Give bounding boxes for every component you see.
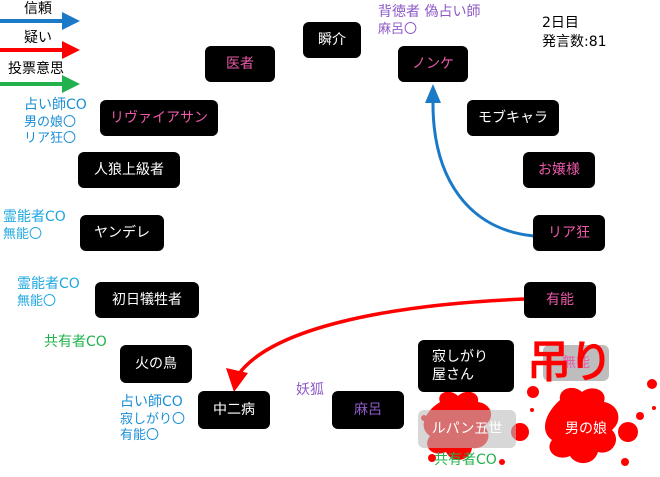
- legend-doubt-arrow: [0, 41, 80, 59]
- note-line: 背徳者 偽占い師: [378, 4, 481, 20]
- player-isha[interactable]: 医者: [205, 46, 275, 82]
- note-line: 占い師CO: [24, 97, 87, 113]
- player-sabishigari[interactable]: 寂しがり屋さん: [418, 340, 514, 392]
- note-line: 共有者CO: [434, 452, 497, 468]
- player-hinotori[interactable]: 火の鳥: [120, 345, 192, 383]
- note-chuunibyou: 占い師CO 寂しがり〇 有能〇: [120, 394, 185, 444]
- note-nonke: 背徳者 偽占い師 麻呂〇: [378, 4, 480, 38]
- note-line: リア狂〇: [24, 130, 77, 146]
- player-nonke[interactable]: ノンケ: [398, 46, 468, 82]
- note-line: 霊能者CO: [17, 276, 80, 292]
- day-label: 2日目: [542, 15, 579, 31]
- legend-doubt-label: 疑い: [24, 30, 52, 46]
- player-jinro-joukyu[interactable]: 人狼上級者: [78, 152, 180, 188]
- legend-vote-label: 投票意思: [8, 61, 64, 77]
- post-count-label: 発言数:81: [542, 33, 607, 50]
- note-line: 男の娘〇: [24, 114, 77, 130]
- note-leviathan: 占い師CO 男の娘〇 リア狂〇: [24, 97, 87, 147]
- legend-trust-label: 信頼: [24, 1, 52, 17]
- doubt-arrow-yuunou-to-chuunibyou: [226, 297, 525, 392]
- player-munou[interactable]: 無能: [543, 345, 609, 381]
- note-shonichi: 霊能者CO 無能〇: [17, 276, 80, 310]
- note-maro: 妖狐: [296, 382, 324, 400]
- legend-trust-arrow: [0, 12, 80, 30]
- player-shunsuke[interactable]: 瞬介: [303, 22, 361, 58]
- note-yandere: 霊能者CO 無能〇: [3, 209, 66, 243]
- note-line: 共有者CO: [44, 334, 107, 350]
- player-mobchara[interactable]: モブキャラ: [467, 100, 559, 136]
- player-leviathan[interactable]: リヴァイアサン: [100, 100, 218, 136]
- note-hinotori: 共有者CO: [44, 334, 107, 352]
- note-line: 無能〇: [17, 293, 57, 309]
- player-ojousama[interactable]: お嬢様: [523, 152, 595, 188]
- player-yandere[interactable]: ヤンデレ: [80, 215, 164, 251]
- player-otokonoko[interactable]: 男の娘: [565, 420, 607, 437]
- player-sabishigari-label: 寂しがり屋さん: [432, 348, 488, 383]
- player-lupin[interactable]: ルパン五世: [418, 410, 516, 448]
- note-line: 妖狐: [296, 382, 324, 398]
- note-line: 有能〇: [120, 427, 160, 443]
- note-line: 無能〇: [3, 226, 43, 242]
- player-shonichi[interactable]: 初日犠牲者: [95, 282, 199, 318]
- player-yuunou[interactable]: 有能: [524, 282, 596, 318]
- dead-node-bg: [418, 410, 516, 448]
- trust-arrow-riakyou-to-nonke: [425, 84, 535, 238]
- player-chuunibyou[interactable]: 中二病: [198, 391, 270, 429]
- note-line: 寂しがり〇: [120, 411, 186, 427]
- executed-label: 吊り: [527, 337, 613, 388]
- player-maro[interactable]: 麻呂: [332, 391, 404, 429]
- note-line: 霊能者CO: [3, 209, 66, 225]
- note-line: 麻呂〇: [378, 21, 418, 37]
- note-lupin: 共有者CO: [434, 452, 497, 470]
- note-line: 占い師CO: [120, 394, 183, 410]
- legend-vote-arrow: [0, 75, 80, 93]
- player-lupin-label: ルパン五世: [431, 420, 503, 437]
- player-riakyou[interactable]: リア狂: [533, 215, 605, 251]
- game-info: 2日目 発言数:81: [542, 14, 607, 52]
